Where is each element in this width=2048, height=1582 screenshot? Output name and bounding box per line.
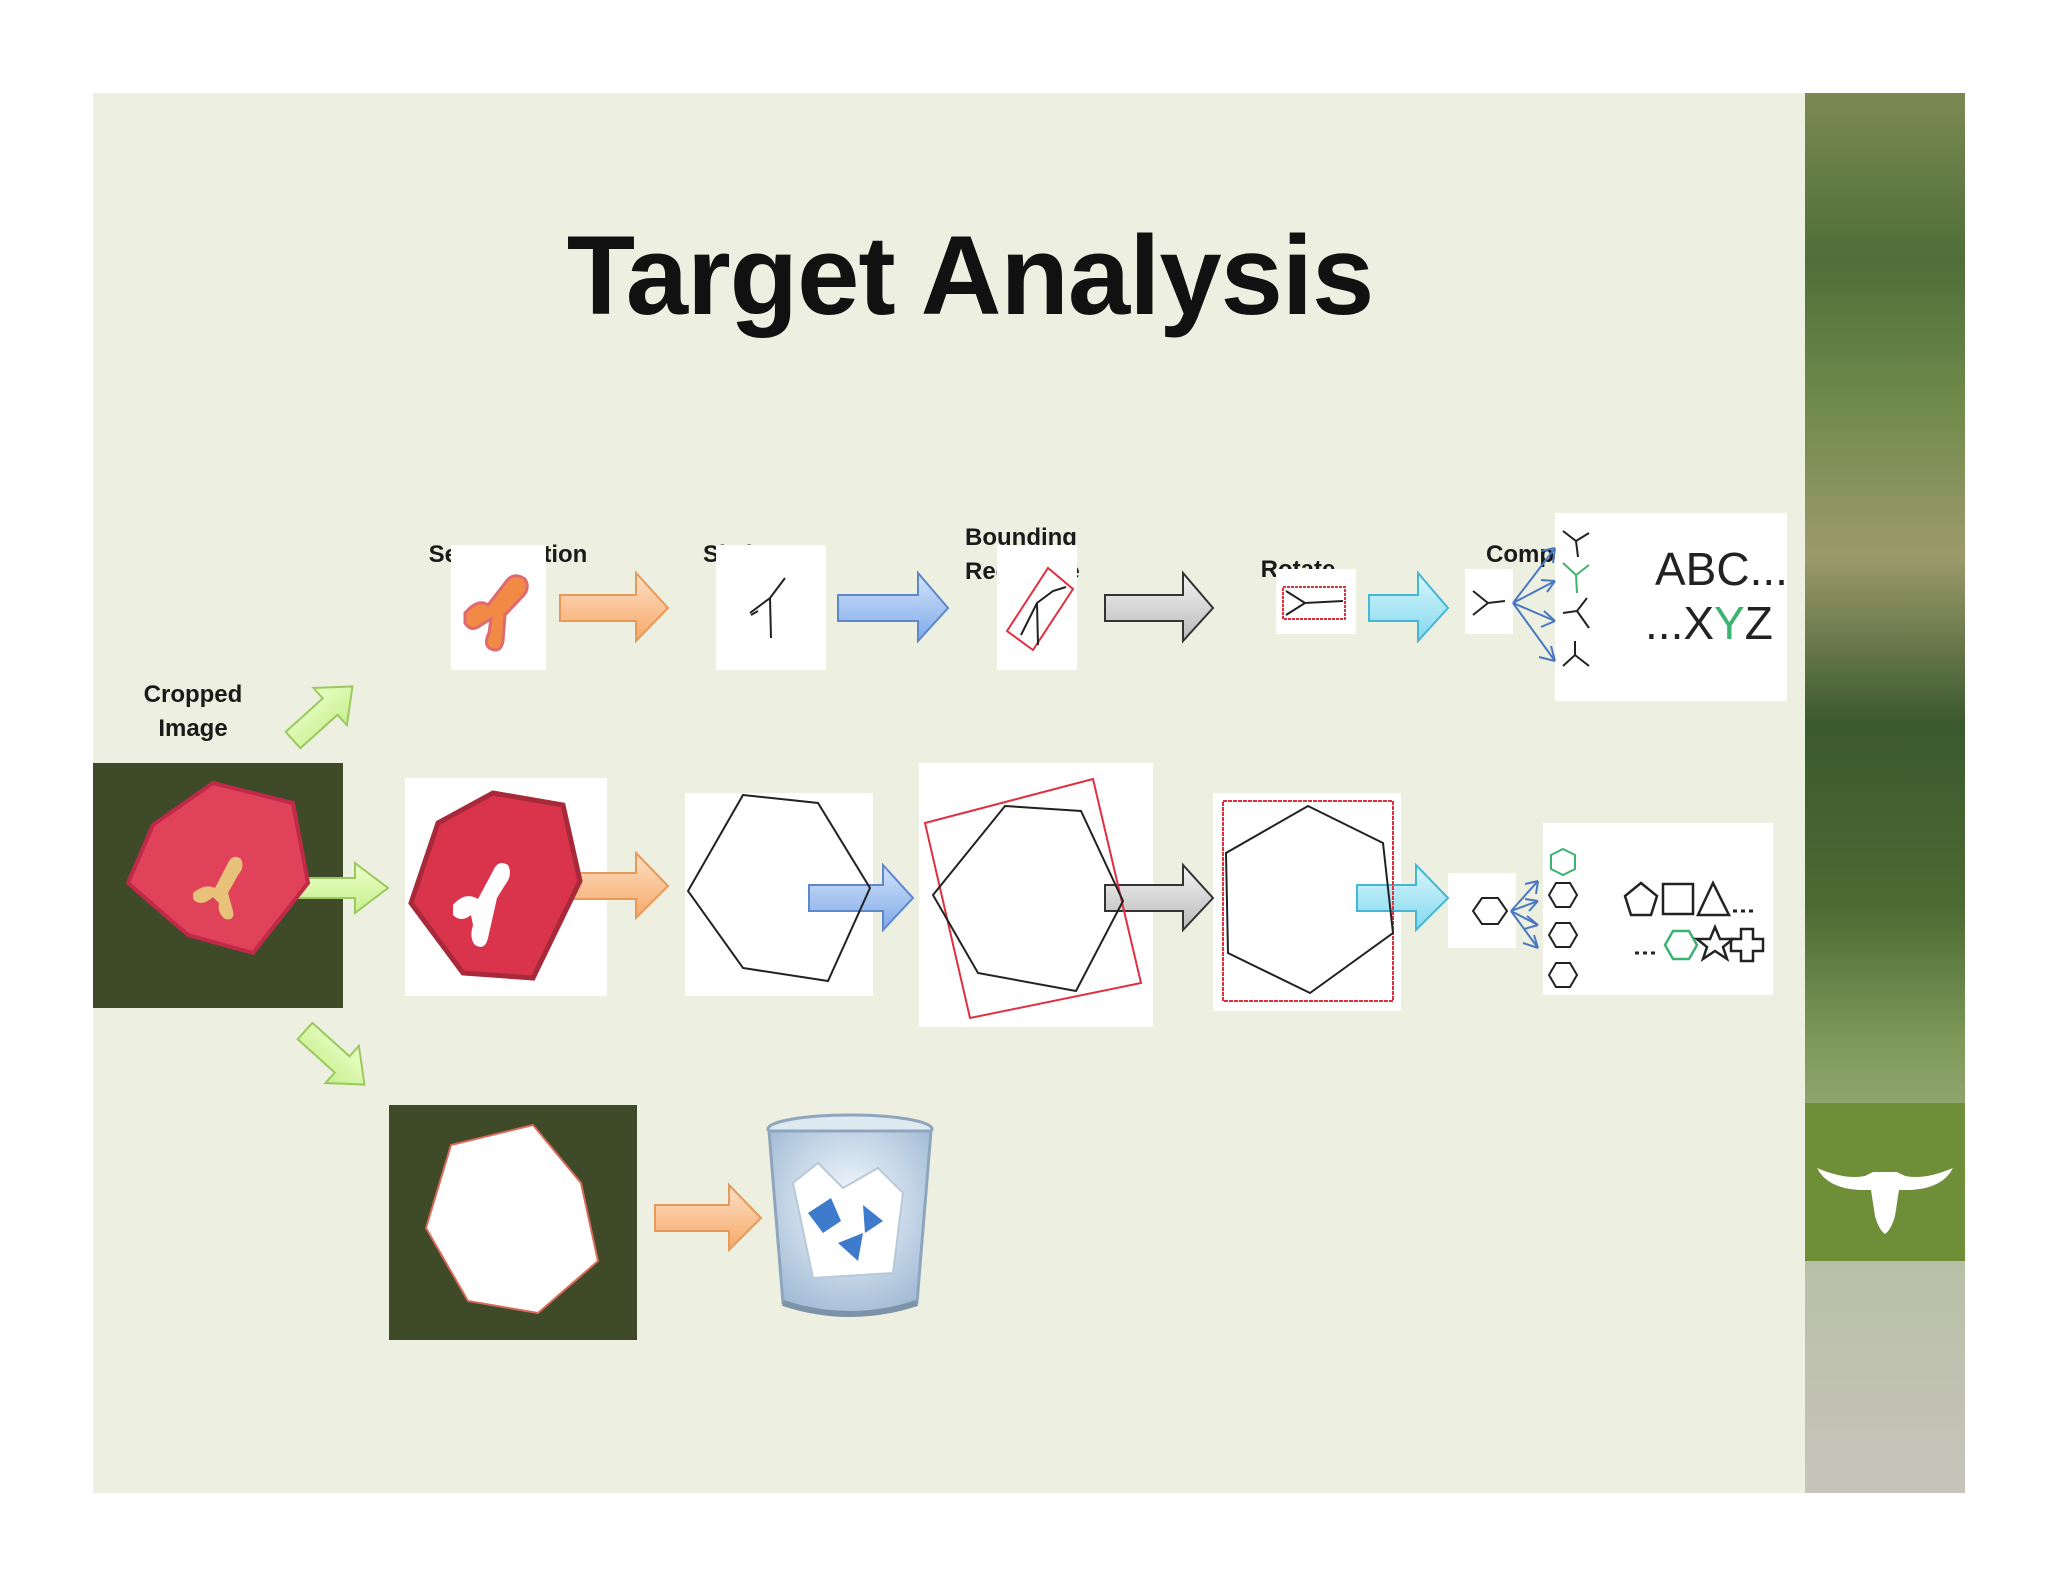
arrow-mask-to-recycle-bin <box>654 1182 763 1253</box>
arrow-to-middle-row <box>297 860 390 916</box>
longhorn-logo-icon <box>1817 1168 1953 1234</box>
background-mask-shape <box>424 1123 600 1315</box>
segmented-hexagon <box>408 790 583 981</box>
recycle-bin-icon <box>766 1113 934 1317</box>
arrow-segmentation-to-skeleton-top <box>559 570 670 644</box>
label-cropped-image: Cropped Image <box>143 681 243 742</box>
arrow-skeleton-to-bounding-mid <box>808 862 915 933</box>
arrow-to-top-row <box>284 685 354 750</box>
arrow-rotate-to-compare-mid <box>1356 862 1450 933</box>
slide-title: Target Analysis <box>566 213 1375 338</box>
compare-shape-branch-arrows <box>1510 880 1539 949</box>
compare-letter-branch-arrows <box>1512 547 1556 662</box>
arrow-to-bottom-row <box>296 1021 366 1086</box>
rotated-letter-box <box>1282 586 1346 620</box>
slide: Target Analysis Cropped Image Segmentati… <box>93 93 1965 1493</box>
compare-shape-candidates <box>1547 847 1579 988</box>
compare-letter-candidates <box>1562 530 1590 667</box>
compare-letter-input <box>1472 590 1506 616</box>
compare-letter-library-panel <box>1555 513 1787 701</box>
hexagon-bounding-box <box>923 777 1143 1020</box>
compare-hexagon-input <box>1471 897 1509 925</box>
compare-shape-library-panel <box>1543 823 1773 995</box>
compare-letters-top: ABC... <box>1655 543 1788 595</box>
compare-shape-input-panel <box>1448 873 1516 948</box>
compare-shape-library-symbols <box>1623 880 1765 963</box>
hexagon-skeleton <box>686 793 872 983</box>
compare-letters-bottom: ...XYZ <box>1645 597 1773 649</box>
segmented-letter-shape <box>463 574 529 652</box>
diagram-graphics: ABC... ...XYZ <box>125 530 1953 1317</box>
rotated-hexagon-box <box>1222 800 1395 1002</box>
arrow-skeleton-to-bounding-top <box>837 570 950 644</box>
letter-skeleton-lines <box>749 577 786 639</box>
cropped-target-image <box>125 780 311 956</box>
arrow-rotate-to-compare-top <box>1368 570 1450 644</box>
arrow-bounding-to-rotate-top <box>1104 570 1215 644</box>
letter-bounding-box <box>1005 566 1075 652</box>
